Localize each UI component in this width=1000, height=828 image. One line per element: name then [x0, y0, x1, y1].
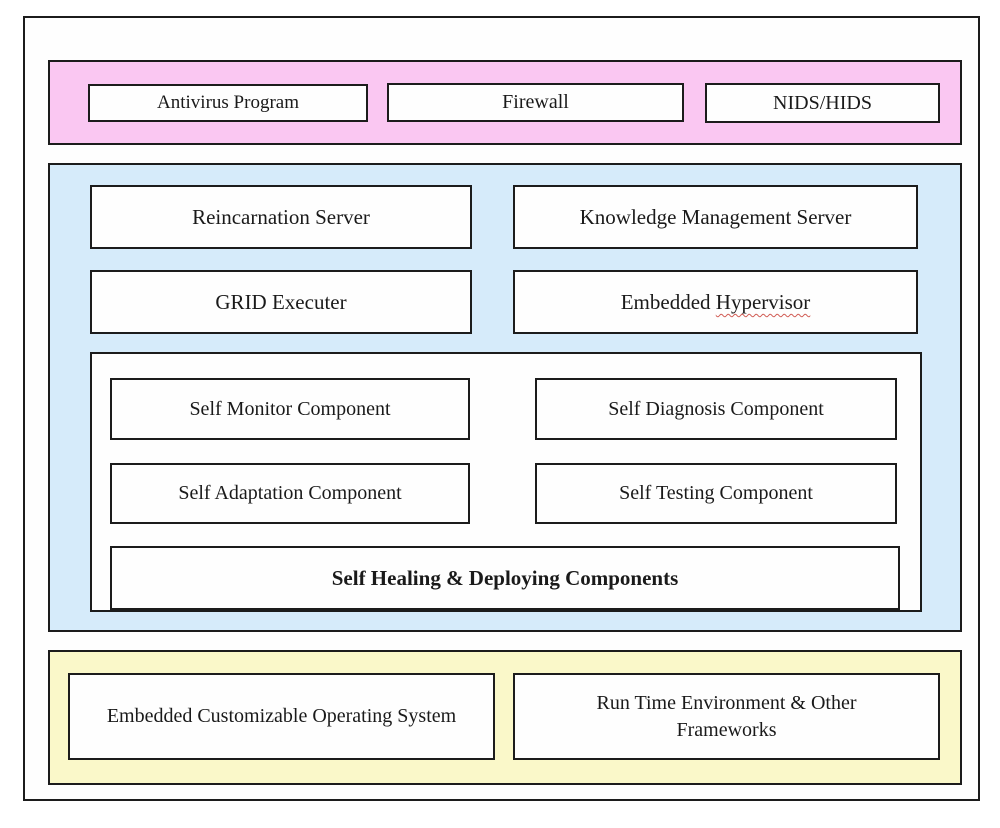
reincarnation-server-box: Reincarnation Server — [90, 185, 472, 249]
grid-executer-label: GRID Executer — [215, 289, 347, 314]
self-adaptation-component-label: Self Adaptation Component — [178, 482, 402, 504]
self-adaptation-component-box: Self Adaptation Component — [110, 463, 470, 524]
embedded-customizable-os-box: Embedded Customizable Operating System — [68, 673, 495, 760]
embedded-customizable-os-label: Embedded Customizable Operating System — [106, 705, 457, 727]
self-testing-component-label: Self Testing Component — [619, 482, 813, 504]
embedded-hypervisor-box: Embedded Hypervisor — [513, 270, 918, 334]
knowledge-management-server-label: Knowledge Management Server — [579, 204, 852, 229]
grid-executer-box: GRID Executer — [90, 270, 472, 334]
self-diagnosis-component-label: Self Diagnosis Component — [608, 397, 824, 420]
reincarnation-server-label: Reincarnation Server — [192, 204, 370, 229]
nids-hids-label: NIDS/HIDS — [773, 91, 872, 114]
embedded-hypervisor-label: Embedded Hypervisor — [621, 288, 811, 316]
self-testing-component-box: Self Testing Component — [535, 463, 897, 524]
antivirus-program-box: Antivirus Program — [88, 84, 368, 122]
antivirus-program-label: Antivirus Program — [157, 92, 299, 114]
embedded-hypervisor-label-prefix: Embedded — [620, 289, 716, 314]
runtime-environment-box: Run Time Environment & Other Frameworks — [513, 673, 940, 760]
firewall-label: Firewall — [502, 91, 569, 113]
self-monitor-component-label: Self Monitor Component — [189, 397, 391, 420]
self-healing-deploying-components-box: Self Healing & Deploying Components — [110, 546, 900, 610]
nids-hids-box: NIDS/HIDS — [705, 83, 940, 123]
firewall-box: Firewall — [387, 83, 684, 122]
self-healing-deploying-components-label: Self Healing & Deploying Components — [331, 565, 679, 590]
knowledge-management-server-box: Knowledge Management Server — [513, 185, 918, 249]
self-diagnosis-component-box: Self Diagnosis Component — [535, 378, 897, 440]
runtime-environment-label: Run Time Environment & Other Frameworks — [596, 691, 857, 741]
self-monitor-component-box: Self Monitor Component — [110, 378, 470, 440]
embedded-hypervisor-label-spellcheck-word: Hypervisor — [715, 289, 811, 314]
